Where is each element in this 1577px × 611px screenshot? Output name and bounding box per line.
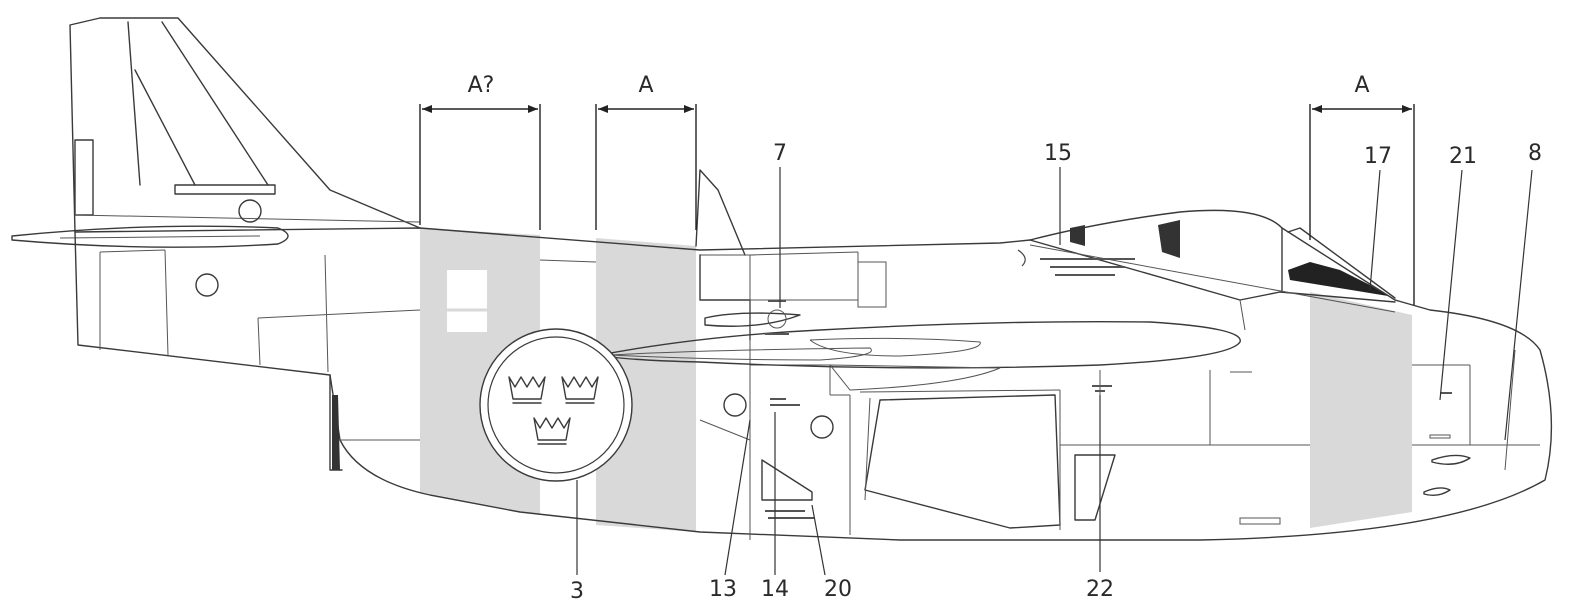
dimension-brackets: A? A A xyxy=(419,73,1415,305)
dimension-aft-band-2: A xyxy=(595,73,697,230)
callout-13: 13 xyxy=(709,577,737,602)
crown-icon xyxy=(508,376,546,404)
callout-3: 3 xyxy=(570,579,584,604)
fuselage-outline xyxy=(74,227,1553,541)
cockpit-canopy xyxy=(1029,209,1396,331)
nose-band xyxy=(1310,292,1412,528)
horizontal-stabilizer xyxy=(11,225,289,248)
callout-7: 7 xyxy=(773,141,787,166)
dimension-nose-band: A xyxy=(1309,73,1415,305)
callout-21: 21 xyxy=(1449,144,1477,169)
stencil-markings xyxy=(761,249,1452,519)
stencil-roundel-7 xyxy=(767,309,787,329)
dimension-label-aft-band-1: A? xyxy=(468,73,495,98)
callout-22: 22 xyxy=(1086,577,1114,602)
three-crowns-roundel xyxy=(479,328,633,482)
callout-17: 17 xyxy=(1364,144,1392,169)
callout-numbers: 7 15 17 21 8 3 13 14 20 22 xyxy=(570,141,1542,604)
callout-20: 20 xyxy=(824,577,852,602)
identification-bands xyxy=(420,228,1412,532)
aft-band-2 xyxy=(596,238,696,532)
callout-14: 14 xyxy=(761,577,789,602)
nose-section xyxy=(1412,349,1540,497)
dimension-aft-band-1: A? xyxy=(419,73,541,230)
mid-fuselage-panels xyxy=(699,251,1310,540)
callout-8: 8 xyxy=(1528,141,1542,166)
dimension-label-nose-band: A xyxy=(1354,73,1369,98)
callout-leaders xyxy=(576,167,1533,576)
wing xyxy=(599,320,1241,391)
crown-icon xyxy=(533,417,571,445)
vertical-fin xyxy=(69,17,421,233)
crown-icon xyxy=(561,376,599,404)
dimension-label-aft-band-2: A xyxy=(638,73,653,98)
callout-15: 15 xyxy=(1044,141,1072,166)
band-cutout-panel xyxy=(447,270,487,332)
